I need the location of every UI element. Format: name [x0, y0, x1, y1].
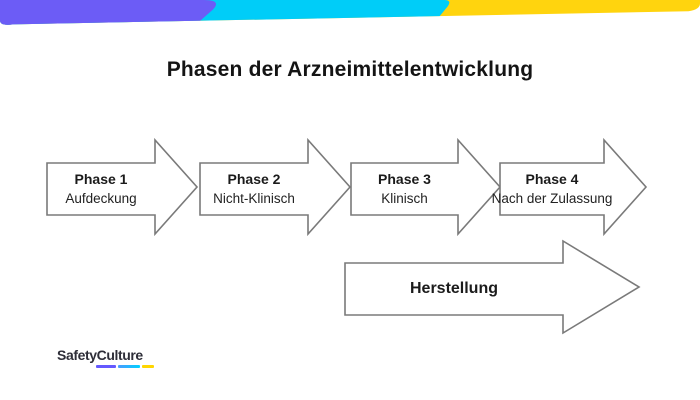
process-arrows-layer — [46, 137, 648, 335]
band-purple-segment — [0, 0, 216, 25]
phase-1-arrow — [46, 137, 199, 237]
safetyculture-logo-text: SafetyCulture — [57, 347, 143, 363]
page-title: Phasen der Arzneimittelentwicklung — [166, 58, 534, 81]
phase-4-label: Phase 4 Nach der Zulassung — [492, 163, 613, 215]
phase-1-stage: Aufdeckung — [65, 191, 137, 206]
phase-3-name: Phase 3 — [378, 171, 431, 187]
phase-4-name: Phase 4 — [525, 171, 579, 187]
phase-4-arrow — [499, 137, 648, 237]
phase-2-name: Phase 2 — [227, 171, 281, 187]
phase-3-arrow — [350, 137, 502, 237]
manufacturing-label: Herstellung — [409, 280, 498, 297]
logo-underline-yellow — [142, 365, 154, 368]
safetyculture-logo-underline-icon — [96, 365, 154, 368]
logo-underline-blue — [118, 365, 140, 368]
phase-1-name: Phase 1 — [74, 171, 128, 187]
phase-3-label: Phase 3 Klinisch — [351, 163, 458, 215]
phase-3-stage: Klinisch — [381, 191, 428, 206]
phase-2-stage: Nicht-Klinisch — [213, 191, 295, 206]
phase-4-stage: Nach der Zulassung — [491, 191, 613, 206]
safetyculture-logo: SafetyCulture — [57, 347, 167, 373]
top-accent-band — [0, 0, 700, 25]
phase-1-label: Phase 1 Aufdeckung — [47, 163, 155, 215]
phase-2-label: Phase 2 Nicht-Klinisch — [200, 163, 308, 215]
logo-underline-purple — [96, 365, 116, 368]
phase-2-arrow — [199, 137, 352, 237]
manufacturing-arrow — [344, 239, 641, 335]
